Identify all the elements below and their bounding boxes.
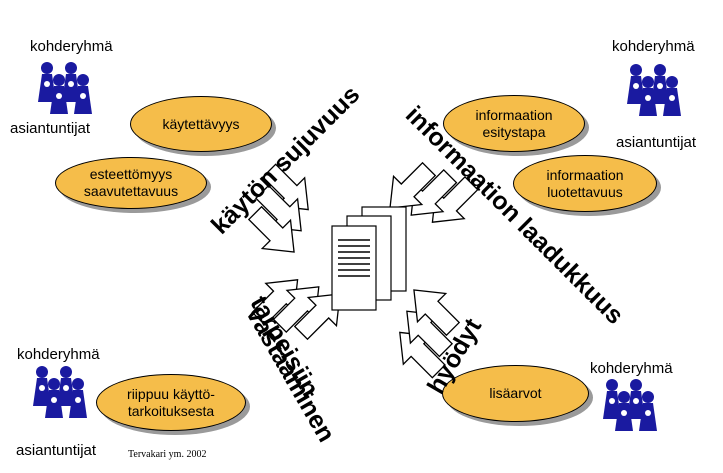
oval-text: tarkoituksesta (127, 402, 215, 419)
oval-text: esitystapa (482, 123, 546, 140)
oval-luotettavuus: informaation luotettavuus (513, 155, 657, 212)
people-group-icon-bottom-right (603, 379, 657, 431)
oval-esteettomyys: esteettömyys saavutettavuus (55, 157, 207, 209)
oval-text: käytettävyys (162, 115, 240, 132)
oval-text: informaation (475, 106, 553, 123)
oval-text: luotettavuus (547, 183, 623, 200)
oval-lisaarvot: lisäarvot (442, 365, 589, 422)
people-group-icon-top-left (38, 62, 92, 114)
oval-text: riippuu käyttö- (127, 385, 215, 402)
oval-riippuu: riippuu käyttö- tarkoituksesta (96, 374, 246, 431)
experts-label: asiantuntijat (616, 134, 697, 151)
oval-esitystapa: informaation esitystapa (443, 95, 585, 152)
oval-text: saavutettavuus (83, 183, 179, 199)
target-group-label: kohderyhmä (30, 38, 113, 55)
credit-text: Tervakari ym. 2002 (128, 449, 207, 460)
oval-text: lisäarvot (489, 385, 542, 401)
oval-text: esteettömyys (89, 166, 173, 182)
people-group-icon-top-right (627, 64, 681, 116)
experts-label: asiantuntijat (10, 120, 91, 137)
oval-kaytettavyys: käytettävyys (130, 96, 272, 152)
people-group-icon-bottom-left (33, 366, 87, 418)
documents-icon (331, 206, 407, 311)
target-group-label: kohderyhmä (17, 346, 100, 363)
target-group-label: kohderyhmä (612, 38, 695, 55)
experts-label: asiantuntijat (16, 442, 97, 459)
oval-text: informaation (546, 166, 624, 183)
target-group-label: kohderyhmä (590, 360, 673, 377)
